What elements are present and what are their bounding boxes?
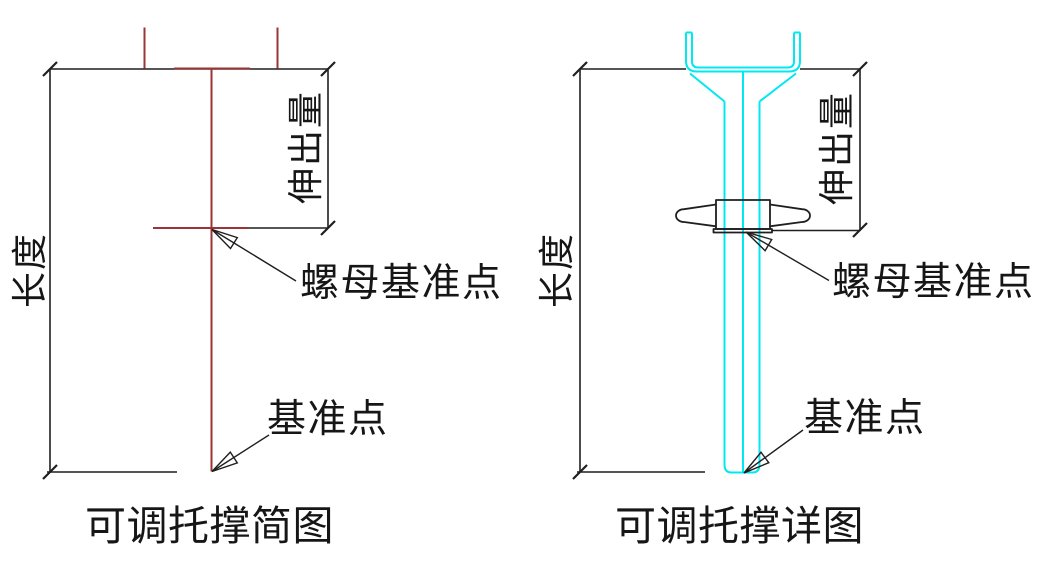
datum-leader-line [211, 434, 270, 473]
nut-bottom-flange [712, 228, 773, 234]
dimension-tick [572, 464, 588, 480]
u-plate-outer-contour [685, 32, 801, 73]
left-figure-caption: 可调托撑简图 [85, 503, 334, 549]
dimension-tick [42, 61, 58, 77]
left-extension-label: 伸出量 [286, 89, 326, 205]
arrowhead [745, 231, 773, 252]
left-nut-datum-label: 螺母基准点 [300, 262, 503, 305]
arrowhead [211, 450, 239, 473]
nut-datum-leader-line [211, 228, 297, 282]
arrowhead [211, 228, 239, 250]
dimension-tick [320, 61, 336, 77]
nut-datum-leader-line [745, 231, 830, 282]
dimension-tick [320, 220, 336, 236]
right-datum-label: 基准点 [804, 397, 926, 440]
nut-left-handle [675, 203, 717, 228]
nut-right-handle [769, 203, 811, 228]
right-dimension-lines [572, 61, 868, 480]
right-length-label: 长度 [537, 231, 577, 309]
left-leaders [211, 228, 297, 473]
u-plate-inner-contour [691, 32, 795, 69]
right-support-outline [685, 31, 801, 474]
dimension-tick [572, 61, 588, 77]
left-length-label: 长度 [10, 231, 50, 309]
datum-leader-line [743, 429, 804, 474]
dimension-tick [852, 61, 868, 77]
cone-left-edge [689, 72, 726, 103]
left-figure [42, 27, 336, 480]
right-figure-caption: 可调托撑详图 [615, 503, 864, 549]
cone-right-edge [758, 72, 797, 103]
dimension-tick [852, 222, 868, 238]
left-support-outline [143, 27, 279, 472]
adjusting-nut [675, 199, 811, 234]
right-nut-datum-label: 螺母基准点 [832, 261, 1035, 304]
arrowhead [743, 451, 770, 474]
left-datum-label: 基准点 [267, 398, 389, 441]
right-figure [572, 31, 868, 480]
dimension-tick [42, 464, 58, 480]
right-leaders [743, 231, 830, 474]
right-extension-label: 伸出量 [817, 90, 857, 206]
